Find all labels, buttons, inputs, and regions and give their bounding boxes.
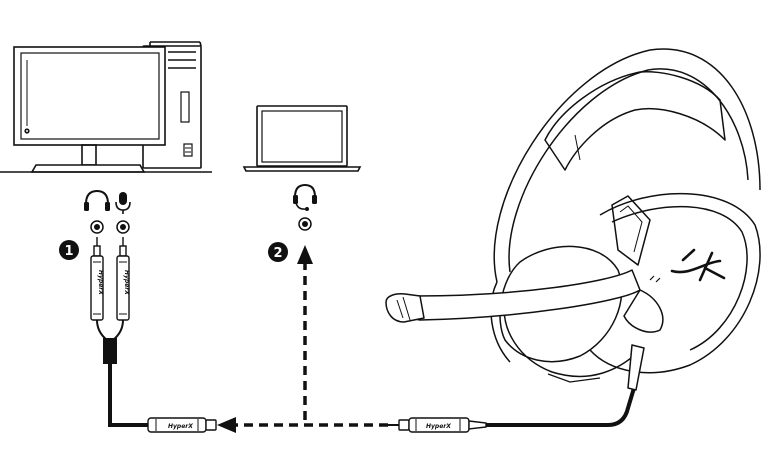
dashed-arrow-to-pc [217,417,388,433]
headset-headband [493,48,761,283]
splitter-plug-microphone [116,237,130,321]
microphone-icon [115,192,131,214]
pc-monitor [0,46,212,173]
laptop [242,105,362,172]
plug-brand-right: HyperX [123,270,130,295]
y-splitter-cable [96,319,148,427]
plug-brand-left: HyperX [97,270,104,295]
headset-ear-cup [589,192,761,374]
splitter-female-connector [147,417,217,433]
microphone-tip [385,293,425,323]
step-2-badge: 2 [268,242,288,262]
step-1-number: 1 [64,244,73,259]
hyperx-logo [670,248,726,282]
headset-plug [388,417,487,433]
headset-microphone-boom [395,269,641,321]
plug-brand-headset: HyperX [426,423,451,430]
headphone-icon [84,189,110,211]
step-2-number: 2 [273,246,282,261]
plug-brand-coupler: HyperX [168,423,193,430]
headset [385,48,761,391]
laptop-headset-jack [298,217,312,231]
pc-microphone-jack [116,220,130,234]
dashed-arrow-to-laptop [297,245,313,420]
step-1-badge: 1 [59,240,79,260]
desktop-pc [0,41,212,173]
pc-headphone-jack [90,220,104,234]
headset-icon [293,183,317,211]
headset-cable [486,387,636,427]
